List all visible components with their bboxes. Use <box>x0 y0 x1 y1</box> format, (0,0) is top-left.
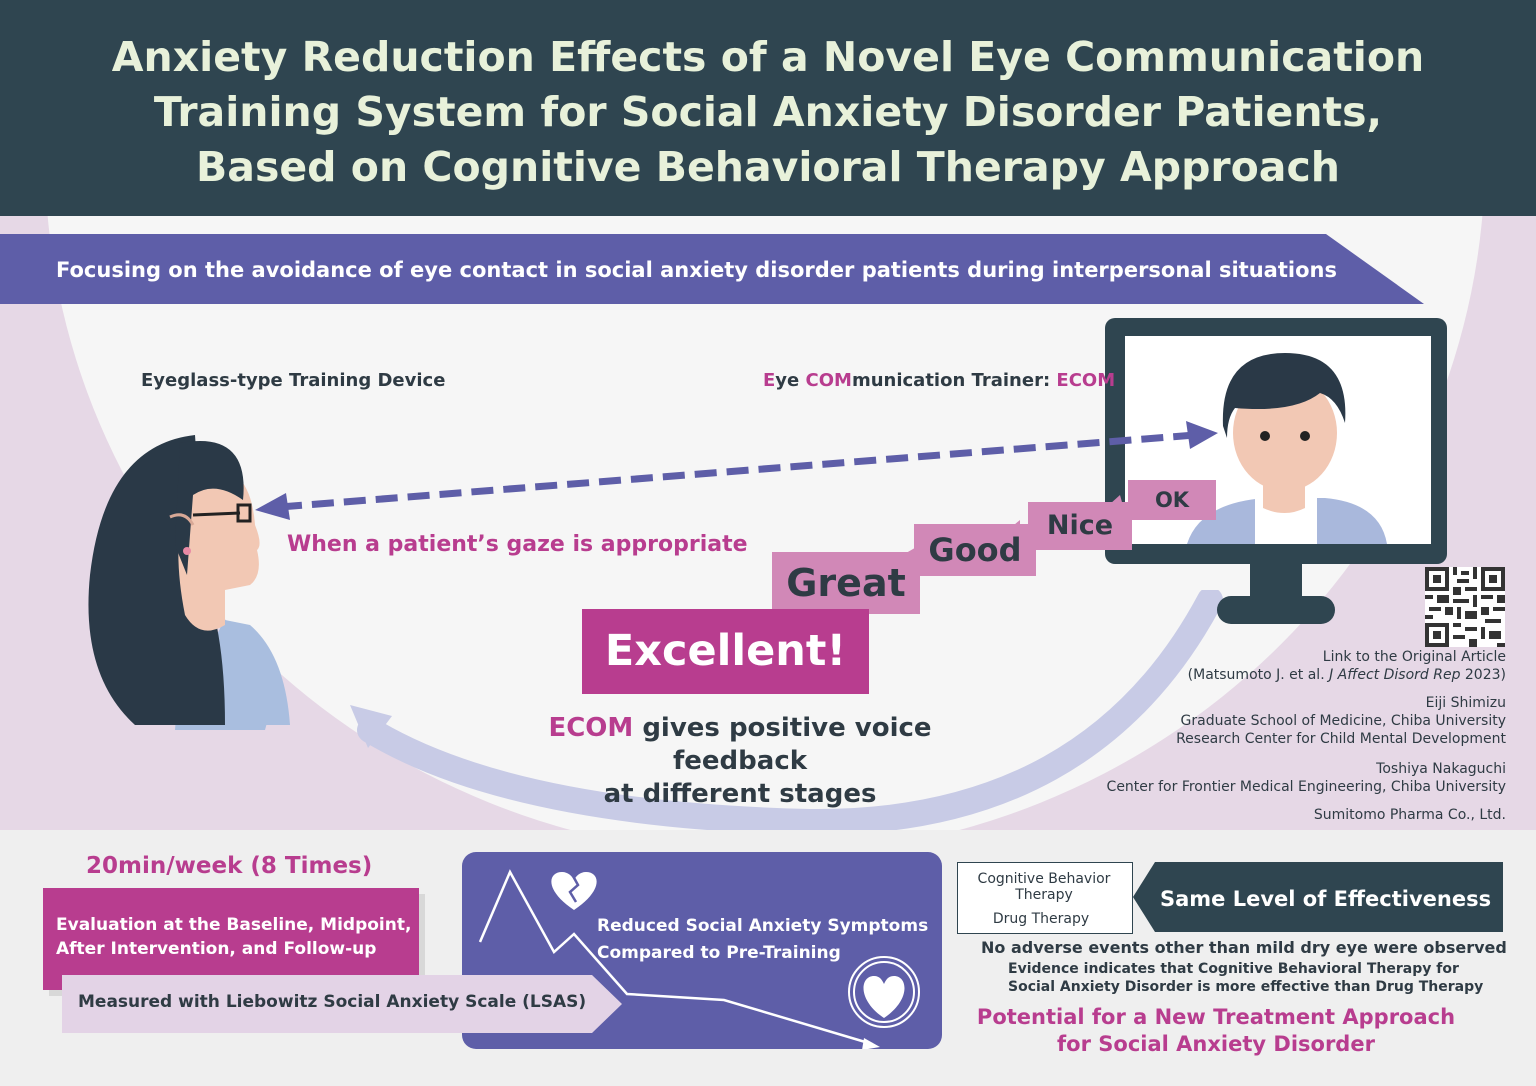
focus-banner <box>0 234 1424 304</box>
author-nakaguchi: Toshiya Nakaguchi Center for Frontier Me… <box>1106 761 1506 795</box>
cbt-label: Cognitive Behavior Therapy <box>977 871 1111 903</box>
effectiveness-badge <box>1133 862 1503 932</box>
symptom-trend-chart <box>478 869 920 1049</box>
evidence-text: Evidence indicates that Cognitive Behavi… <box>1008 961 1484 995</box>
device-label: Eyeglass-type Training Device <box>141 370 446 391</box>
feedback-great: Great <box>772 552 920 614</box>
gaze-condition-text: When a patient’s gaze is appropriate <box>287 532 748 557</box>
cycle-arc-arrow <box>350 590 1223 836</box>
article-link[interactable]: Link to the Original Article (Matsumoto … <box>1187 649 1506 683</box>
effectiveness-text: Same Level of Effectiveness <box>1160 887 1492 911</box>
feedback-caption: ECOM gives positive voice feedback at di… <box>548 713 932 809</box>
schedule: 20min/week (8 Times) <box>86 853 373 879</box>
feedback-good: Good <box>914 524 1036 576</box>
therapy-comparison-box <box>957 862 1133 934</box>
drug-therapy-label: Drug Therapy <box>992 911 1090 927</box>
adverse-events-text: No adverse events other than mild dry ey… <box>981 938 1507 957</box>
page-title: Anxiety Reduction Effects of a Novel Eye… <box>111 33 1425 191</box>
lsas-arrow-box <box>62 975 622 1033</box>
gaze-arrow <box>255 421 1218 520</box>
potential-text: Potential for a New Treatment Approach f… <box>976 1005 1456 1056</box>
focus-banner-text: Focusing on the avoidance of eye contact… <box>56 258 1337 282</box>
qr-code[interactable] <box>1425 567 1505 647</box>
company: Sumitomo Pharma Co., Ltd. <box>1313 807 1506 823</box>
feedback-ok: OK <box>1128 480 1216 520</box>
feedback-nice: Nice <box>1028 502 1132 550</box>
patient-illustration <box>88 435 290 730</box>
evaluation-text: Evaluation at the Baseline, Midpoint, Af… <box>56 915 412 959</box>
lsas-text: Measured with Liebowitz Social Anxiety S… <box>78 992 587 1012</box>
header: Anxiety Reduction Effects of a Novel Eye… <box>0 0 1536 216</box>
feedback-excellent: Excellent! <box>582 609 869 694</box>
ecom-label: Eye COMmunication Trainer: ECOM <box>763 370 1116 391</box>
evaluation-box <box>43 888 419 990</box>
author-shimizu: Eiji Shimizu Graduate School of Medicine… <box>1176 695 1506 747</box>
reduced-symptoms-text: Reduced Social Anxiety Symptoms Compared… <box>597 916 929 963</box>
